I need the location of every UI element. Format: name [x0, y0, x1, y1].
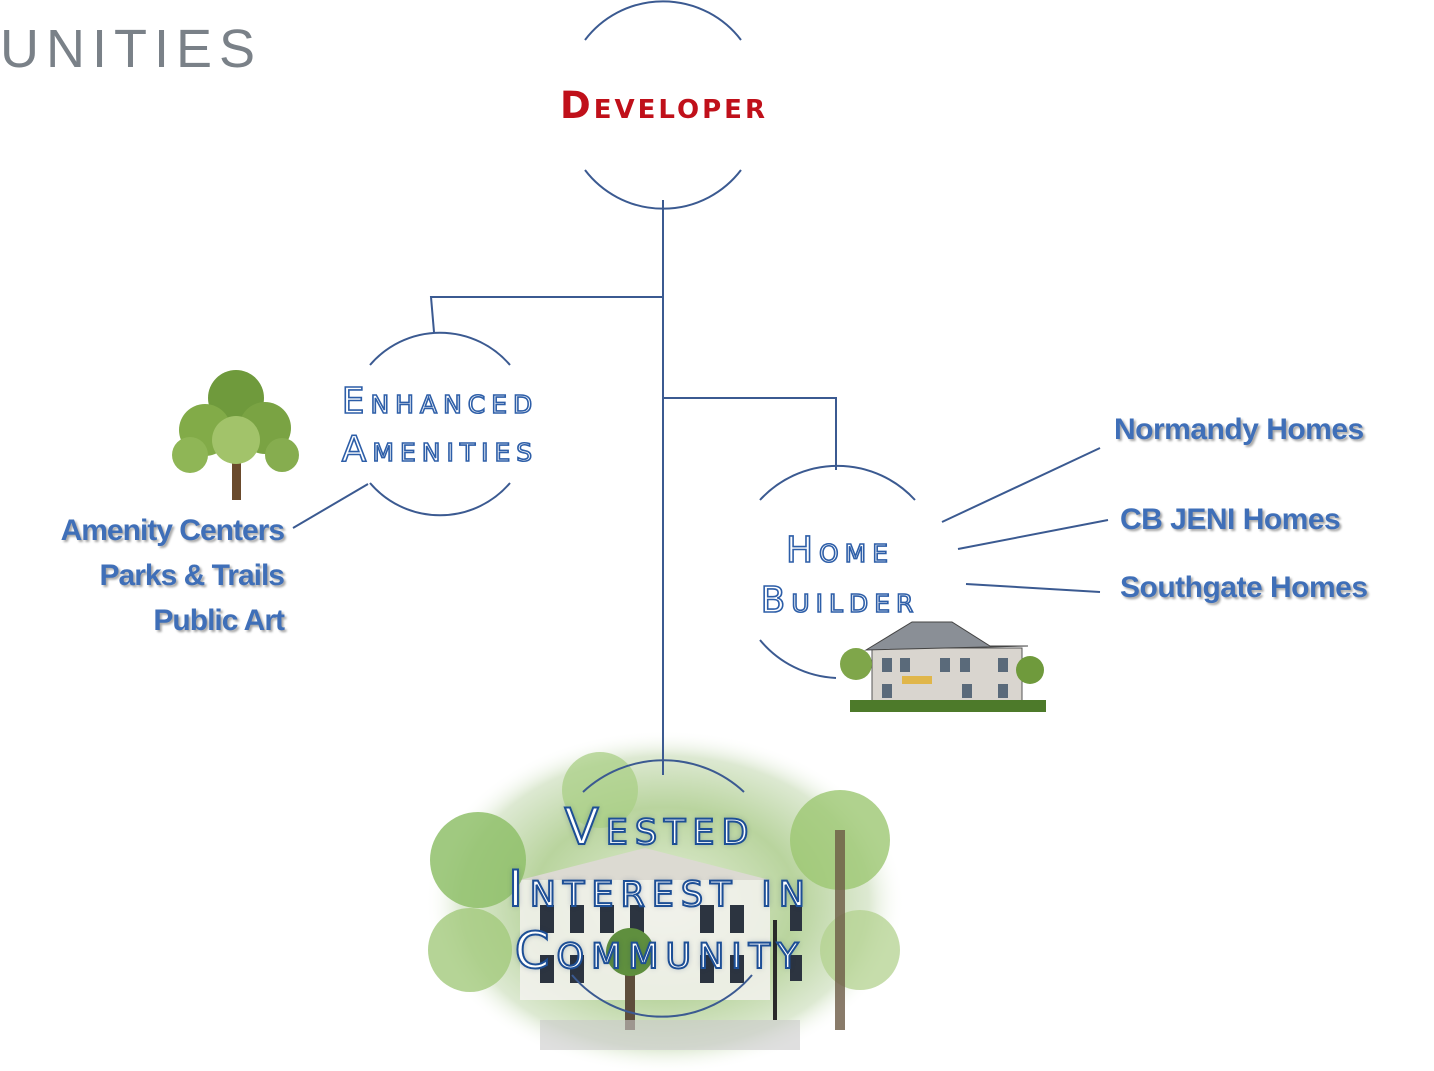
connector-lines [292, 200, 1109, 775]
vested-interest-node-label: Vested Interest in Community [420, 796, 900, 982]
enhanced-amenities-line-1: Enhanced [341, 380, 539, 423]
tree-illustration [172, 370, 299, 500]
home-builder-line-2: Builder [760, 579, 920, 622]
enhanced-amenities-node-label: Enhanced Amenities [270, 378, 610, 474]
developer-node-label: Developer [560, 84, 768, 127]
vested-interest-line-3: Community [514, 921, 806, 981]
home-builder-node-label: Home Builder [700, 526, 980, 626]
vested-interest-line-2: Interest in [507, 859, 812, 919]
vested-interest-line-1: Vested [564, 797, 756, 857]
amenity-item: Public Art [153, 604, 285, 637]
enhanced-amenities-line-2: Amenities [341, 428, 539, 471]
builder-item: CB JENI Homes [1120, 503, 1341, 536]
amenity-item: Parks & Trails [99, 559, 285, 592]
amenities-list: Amenity Centers Parks & Trails Public Ar… [60, 508, 285, 643]
builder-item: Southgate Homes [1120, 571, 1368, 604]
home-builder-line-1: Home [785, 529, 895, 572]
logo-text: UNITIES [0, 19, 263, 79]
amenity-item: Amenity Centers [60, 514, 285, 547]
house-illustration [840, 618, 1046, 712]
node-arcs [369, 0, 916, 1018]
community-street-illustration [425, 730, 905, 1071]
builder-item: Normandy Homes [1114, 413, 1364, 446]
